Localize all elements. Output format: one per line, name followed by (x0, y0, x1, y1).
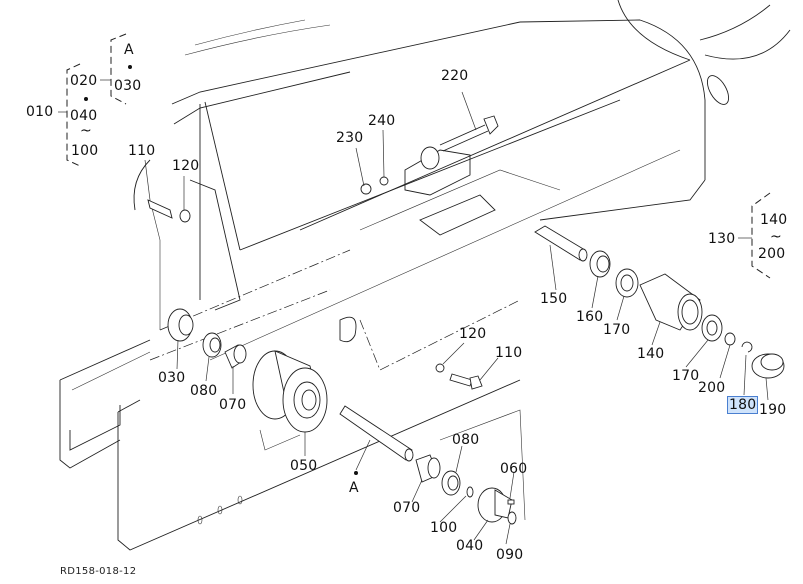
roller-140 (639, 273, 703, 331)
callout-020[interactable]: 020 (70, 73, 98, 89)
reference-A-top: A (124, 42, 134, 58)
callout-080-right[interactable]: 080 (452, 432, 480, 448)
callout-100[interactable]: 100 (430, 520, 458, 536)
pin-090 (507, 511, 517, 525)
bearing-170-b (701, 314, 723, 342)
bracket-130 (738, 192, 771, 279)
plate-edge (439, 409, 526, 521)
callout-130[interactable]: 130 (708, 231, 736, 247)
bearing-030 (167, 308, 194, 342)
bushing-070-right (415, 454, 441, 483)
washer-120-mid (435, 363, 445, 373)
washer-240 (379, 176, 389, 186)
callout-120-mid[interactable]: 120 (459, 326, 487, 342)
bolt-220 (439, 115, 499, 152)
bearing-170-a (615, 268, 639, 298)
bolt-110-left (147, 199, 173, 219)
bracket-A (100, 33, 132, 105)
range-tilde: ~ (80, 123, 92, 139)
leader-lines (144, 91, 769, 545)
callout-200-group[interactable]: 200 (758, 246, 786, 262)
callout-060[interactable]: 060 (500, 461, 528, 477)
callout-150[interactable]: 150 (540, 291, 568, 307)
callout-200[interactable]: 200 (698, 380, 726, 396)
pin-060 (507, 499, 515, 505)
bolt-110-mid (449, 373, 483, 390)
nut-230 (360, 183, 372, 195)
callout-180-selected[interactable]: 180 (726, 396, 759, 414)
callout-030[interactable]: 030 (158, 370, 186, 386)
callout-030-group[interactable]: 030 (114, 78, 142, 94)
roller-050 (252, 350, 328, 433)
callout-140-group[interactable]: 140 (760, 212, 788, 228)
bushing-070-left (224, 344, 247, 369)
callout-160[interactable]: 160 (576, 309, 604, 325)
drawing-code: RD158-018-12 (60, 566, 137, 577)
callout-110-left[interactable]: 110 (128, 143, 156, 159)
callout-220[interactable]: 220 (441, 68, 469, 84)
callout-230[interactable]: 230 (336, 130, 364, 146)
bracket-010 (58, 63, 88, 167)
callout-170-a[interactable]: 170 (603, 322, 631, 338)
washer-120-left (179, 209, 191, 223)
o-ring-100 (466, 486, 474, 498)
callout-070-right[interactable]: 070 (393, 500, 421, 516)
shaft (339, 405, 414, 462)
seal-200 (724, 332, 736, 346)
lower-frame-plate (59, 249, 521, 551)
seal-080-right (441, 470, 461, 496)
callout-090[interactable]: 090 (496, 547, 524, 563)
callout-040-group[interactable]: 040 (70, 108, 98, 124)
callout-100-group[interactable]: 100 (71, 143, 99, 159)
shaft-150 (534, 225, 588, 262)
callout-170-b[interactable]: 170 (672, 368, 700, 384)
track-frame (133, 0, 791, 361)
callout-010[interactable]: 010 (26, 104, 54, 120)
callout-080-left[interactable]: 080 (190, 383, 218, 399)
callout-140[interactable]: 140 (637, 346, 665, 362)
snap-ring-180 (741, 341, 753, 353)
reference-A-bottom: A (349, 480, 359, 496)
range-tilde-2: ~ (770, 229, 782, 245)
callout-050[interactable]: 050 (290, 458, 318, 474)
callout-240[interactable]: 240 (368, 113, 396, 129)
callout-120-left[interactable]: 120 (172, 158, 200, 174)
collar-040 (477, 487, 513, 523)
callout-040[interactable]: 040 (456, 538, 484, 554)
pin-bracket (404, 146, 496, 236)
callout-190[interactable]: 190 (759, 402, 787, 418)
cap-190 (751, 353, 785, 379)
callout-070-left[interactable]: 070 (219, 397, 247, 413)
seal-160 (589, 250, 611, 278)
seal-080-left (202, 332, 222, 358)
callout-110-mid[interactable]: 110 (495, 345, 523, 361)
